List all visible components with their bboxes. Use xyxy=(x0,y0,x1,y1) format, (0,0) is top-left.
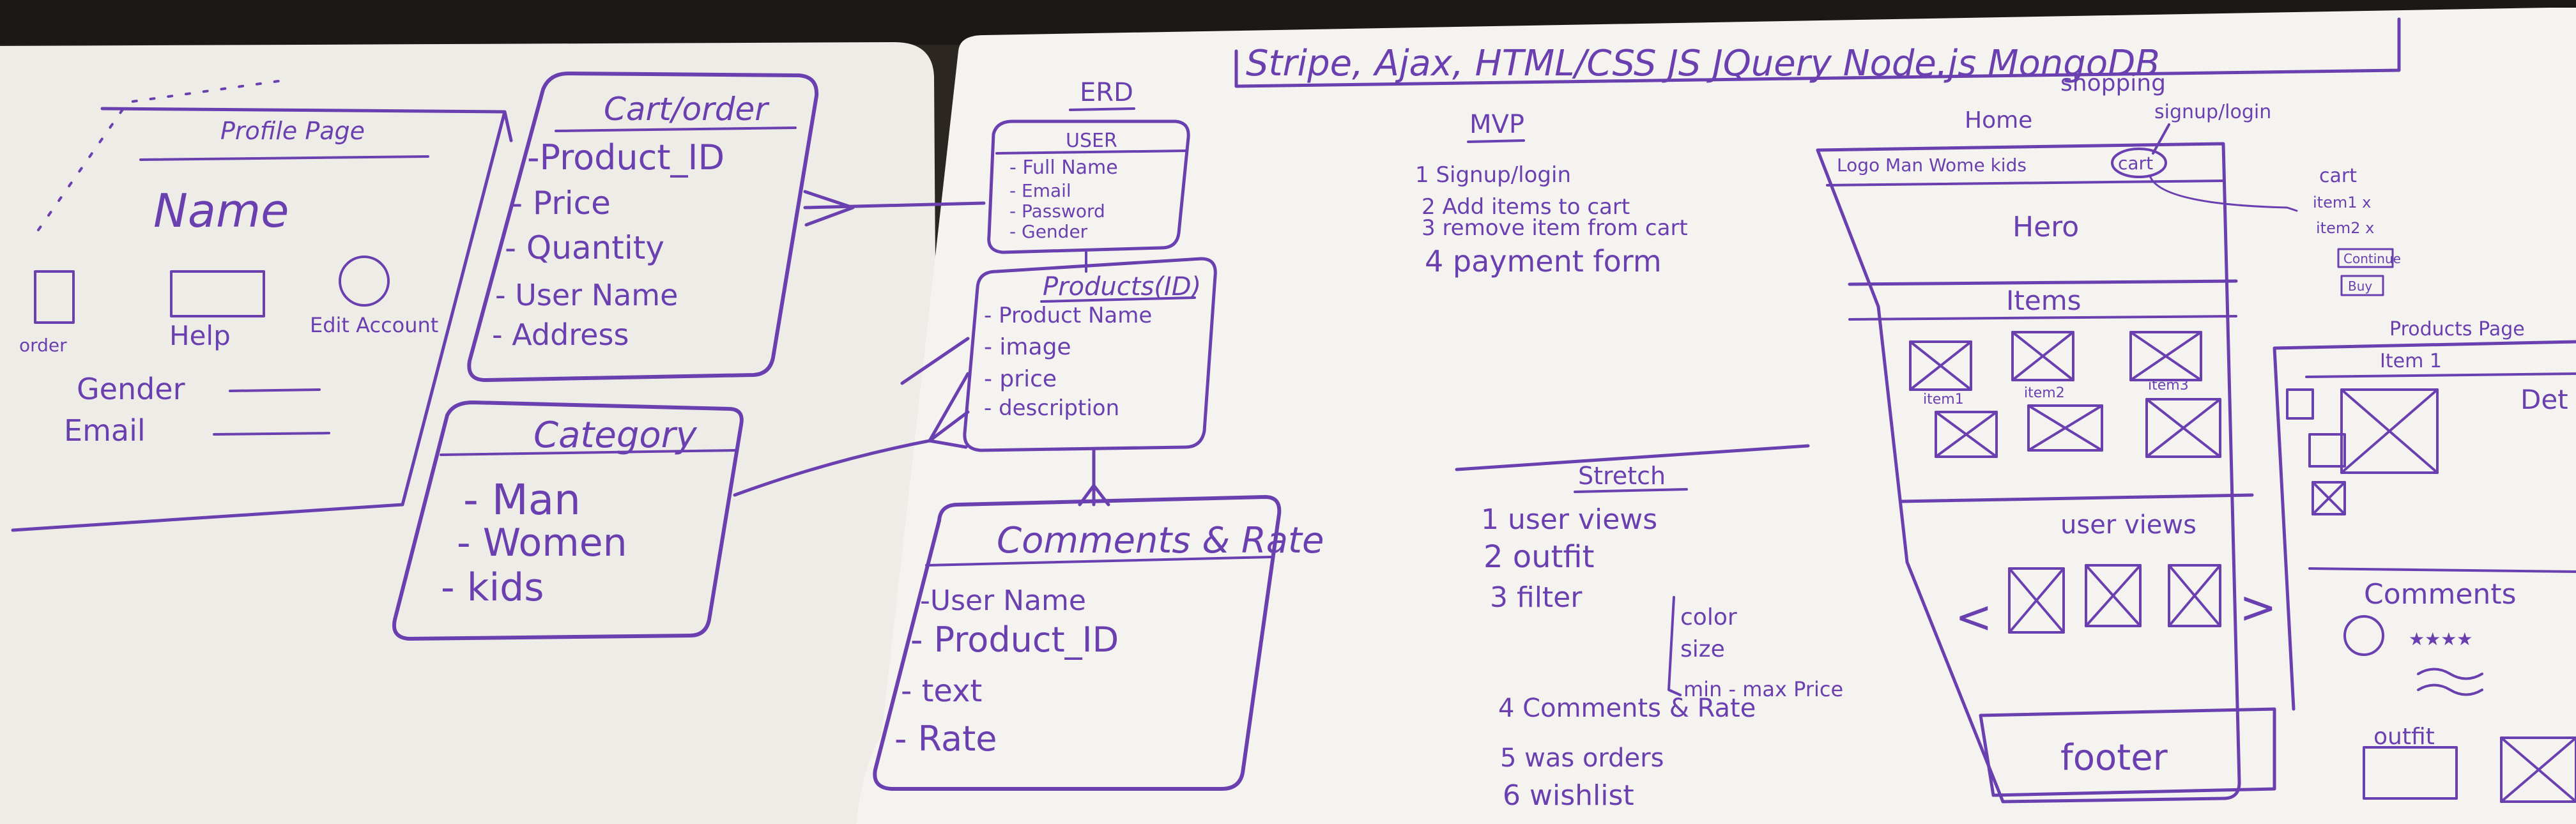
stretch-item: 5 was orders xyxy=(1500,744,1664,773)
stretch-item: 3 filter xyxy=(1490,581,1583,614)
cart-field-address: - Address xyxy=(492,317,629,352)
rating-stars-icon: ★★★★ xyxy=(2409,629,2472,650)
erd-comments-field: - text xyxy=(901,673,982,709)
continue-button[interactable] xyxy=(2337,248,2394,268)
cart-field-product-id: -Product_ID xyxy=(527,137,724,178)
erd-comments-field: - Product_ID xyxy=(910,620,1119,660)
mvp-list: MVP 1 Signup/login 2 Add items to cart 3… xyxy=(1415,110,1688,278)
cart-row: item1 x xyxy=(2313,194,2371,211)
cart-link-circle xyxy=(2111,148,2167,178)
erd-products-field: - image xyxy=(984,334,1071,360)
product-outfit-label: outfit xyxy=(2373,724,2435,750)
erd-comments-field: -User Name xyxy=(920,584,1086,617)
mvp-item: 1 Signup/login xyxy=(1415,162,1571,188)
erd-products-title: Products(ID) xyxy=(1043,272,1201,301)
stretch-title: Stretch xyxy=(1578,462,1666,490)
product-details-label: Det xyxy=(2520,384,2568,415)
cart-mockup: cart item1 x item2 x Continue Buy xyxy=(2313,165,2401,296)
home-cart-link: cart xyxy=(2118,153,2153,174)
stretch-list: Stretch 1 user views 2 outfit 3 filter c… xyxy=(1481,462,1843,812)
item-label: item2 xyxy=(2024,385,2065,401)
category-kids: - kids xyxy=(441,565,544,610)
erd-products-field: - description xyxy=(984,395,1119,421)
mvp-item: 2 Add items to cart xyxy=(1422,194,1630,220)
erd-user-field: - Email xyxy=(1009,180,1071,201)
product-page-mockup: Products Page Item 1 Det Comments ★★★★ o… xyxy=(2273,318,2576,803)
home-signup-label: signup/login xyxy=(2154,101,2271,123)
item-image-placeholders xyxy=(1909,331,2221,458)
home-items-label: Items xyxy=(2006,285,2082,316)
product-comments-label: Comments xyxy=(2364,578,2517,611)
buy-button-label: Buy xyxy=(2348,278,2372,294)
gear-icon xyxy=(339,256,390,307)
cart-order-title: Cart/order xyxy=(604,91,770,128)
home-label: Home xyxy=(1965,107,2032,134)
carousel-prev-icon: < xyxy=(1955,591,1993,643)
cart-field-quantity: - Quantity xyxy=(505,229,664,266)
product-page-title: Products Page xyxy=(2389,318,2525,340)
erd-comments-field: - Rate xyxy=(894,719,997,759)
icon-label-order: order xyxy=(19,335,67,356)
stretch-item: 6 wishlist xyxy=(1503,779,1634,812)
category-man: - Man xyxy=(463,475,581,524)
erd-products-field: - price xyxy=(984,366,1057,392)
tech-stack-text: Stripe, Ajax, HTML/CSS JS JQuery Node.js… xyxy=(1246,43,2160,84)
filter-option: min - max Price xyxy=(1683,677,1843,701)
category-women: - Women xyxy=(457,521,627,565)
filter-option: color xyxy=(1680,604,1737,630)
product-image-placeholders xyxy=(2286,388,2439,515)
cart-field-price: - Price xyxy=(511,185,611,222)
mvp-item: 3 remove item from cart xyxy=(1422,215,1688,241)
profile-page-sketch: Profile Page Name order Help Edit Accoun… xyxy=(11,79,513,532)
mvp-item: 4 payment form xyxy=(1425,244,1662,278)
tech-stack-banner: Stripe, Ajax, HTML/CSS JS JQuery Node.js… xyxy=(1234,17,2401,88)
stretch-item: 1 user views xyxy=(1481,503,1657,536)
commenter-avatar-icon xyxy=(2343,615,2384,656)
home-hero: Hero xyxy=(2012,211,2079,243)
help-icon xyxy=(170,270,265,317)
erd-diagram: ERD USER - Full Name - Email - Password … xyxy=(873,78,1324,791)
icon-label-edit-account: Edit Account xyxy=(310,313,438,337)
order-icon xyxy=(34,270,75,324)
product-page-item: Item 1 xyxy=(2380,350,2442,372)
profile-title: Profile Page xyxy=(220,117,365,145)
cart-mockup-title: cart xyxy=(2319,165,2357,187)
category-entity: Category - Man - Women - kids xyxy=(392,401,931,641)
home-caption: shopping xyxy=(2060,70,2166,96)
item-label: item1 xyxy=(1923,392,1964,408)
mvp-title: MVP xyxy=(1469,110,1524,139)
home-nav: Logo Man Wome kids xyxy=(1837,155,2027,176)
cart-row: item2 x xyxy=(2316,219,2374,237)
carousel-next-icon: > xyxy=(2239,581,2277,634)
erd-label: ERD xyxy=(1080,78,1133,107)
profile-field-email: Email xyxy=(64,413,146,448)
stretch-item: 2 outfit xyxy=(1483,539,1594,575)
erd-comments-title: Comments & Rate xyxy=(997,520,1324,561)
continue-button-label: Continue xyxy=(2343,251,2401,266)
profile-field-gender: Gender xyxy=(77,372,185,406)
icon-label-help: Help xyxy=(169,320,231,351)
buy-button[interactable] xyxy=(2340,275,2384,296)
filter-option: size xyxy=(1680,636,1725,662)
erd-products-field: - Product Name xyxy=(984,303,1152,328)
cart-field-user-name: - User Name xyxy=(495,278,678,312)
home-user-views: user views xyxy=(2060,510,2196,540)
erd-user-field: - Full Name xyxy=(1009,156,1118,179)
item-label: item3 xyxy=(2148,378,2189,393)
home-page-mockup: shopping Home signup/login Logo Man Wome… xyxy=(1816,70,2298,804)
home-footer: footer xyxy=(2060,737,2168,779)
erd-user-field: - Password xyxy=(1009,201,1105,222)
right-whiteboard xyxy=(856,8,2576,824)
stretch-item: 4 Comments & Rate xyxy=(1498,694,1756,723)
category-title: Category xyxy=(533,415,698,456)
user-view-placeholders xyxy=(2008,564,2221,634)
erd-user-title: USER xyxy=(1066,130,1117,152)
erd-user-field: - Gender xyxy=(1009,221,1088,242)
cart-order-entity: Cart/order -Product_ID - Price - Quantit… xyxy=(467,72,986,382)
profile-name: Name xyxy=(153,184,289,238)
